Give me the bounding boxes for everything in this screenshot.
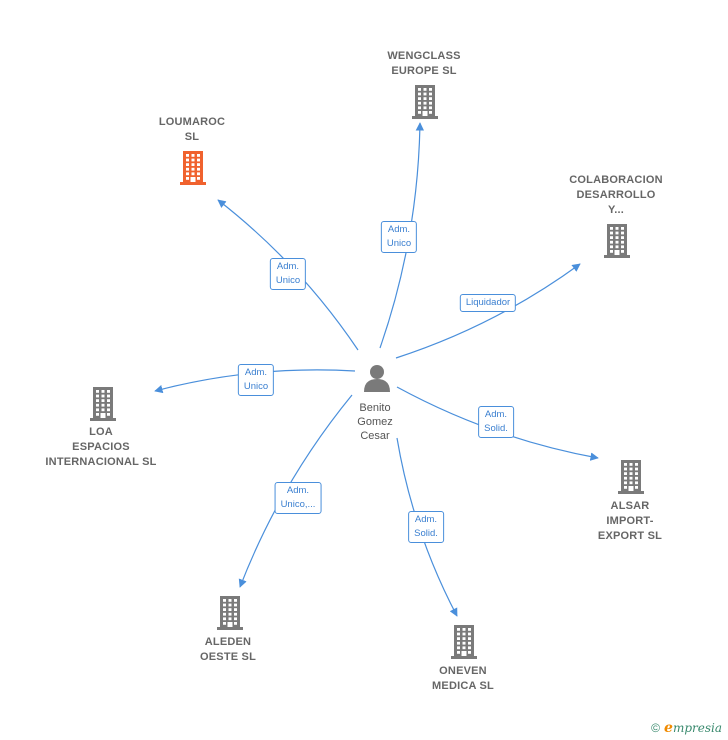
company-name-loumaroc[interactable]: LOUMAROC SL [159, 115, 225, 145]
person-name-line: Gomez [357, 416, 393, 428]
relation-label-line: Adm. [244, 367, 268, 378]
relation-label-line: Unico [275, 275, 301, 286]
company-name-loa[interactable]: LOA ESPACIOS INTERNACIONAL SL [45, 425, 156, 470]
relation-label-line: Adm. [484, 409, 508, 420]
company-name-line: INTERNACIONAL SL [45, 456, 157, 468]
relation-label-line: Solid. [414, 528, 438, 539]
company-name-line: EUROPE SL [391, 65, 457, 77]
company-name-line: EXPORT SL [597, 530, 663, 542]
relation-edge-colaboracion [395, 263, 581, 359]
company-name-line: SL [184, 131, 200, 143]
company-name-line: ALSAR [610, 500, 650, 512]
company-name-line: ALEDEN [204, 636, 252, 648]
copyright-icon: © [651, 721, 661, 735]
relation-label-alsar[interactable]: Adm. Solid. [478, 406, 514, 438]
company-name-colaboracion[interactable]: COLABORACION DESARROLLO Y... [569, 173, 662, 218]
relation-label-line: Adm. [286, 485, 310, 496]
relation-label-loa[interactable]: Adm. Unico [237, 364, 275, 396]
company-name-alsar[interactable]: ALSAR IMPORT- EXPORT SL [598, 499, 662, 544]
relation-label-loumaroc[interactable]: Adm. Unico [269, 258, 307, 290]
building-icon-loumaroc[interactable] [180, 151, 206, 185]
building-icon-oneven[interactable] [451, 625, 477, 659]
company-name-line: LOUMAROC [158, 116, 226, 128]
relation-label-line: Unico,... [280, 499, 316, 510]
person-name-line: Benito [359, 402, 391, 414]
relation-label-line: Adm. [387, 224, 411, 235]
company-name-line: IMPORT- [606, 515, 654, 527]
relation-label-aleden[interactable]: Adm. Unico,... [274, 482, 322, 514]
relation-label-line: Liquidador [465, 297, 511, 308]
relation-label-oneven[interactable]: Adm. Solid. [408, 511, 444, 543]
footer-brand: © empresia [651, 720, 722, 736]
building-icon-colaboracion[interactable] [604, 224, 630, 258]
empresia-logo[interactable]: empresia [664, 720, 722, 736]
relation-label-colaboracion[interactable]: Liquidador [459, 294, 517, 312]
company-name-wengclass[interactable]: WENGCLASS EUROPE SL [387, 49, 460, 79]
person-name-line: Cesar [360, 430, 390, 442]
relation-label-line: Unico [386, 238, 412, 249]
building-icon-loa[interactable] [90, 387, 116, 421]
relation-label-line: Adm. [414, 514, 438, 525]
building-icon-alsar[interactable] [618, 460, 644, 494]
company-name-line: ESPACIOS [72, 441, 130, 453]
company-name-line: Y... [607, 204, 625, 216]
company-name-aleden[interactable]: ALEDEN OESTE SL [200, 635, 256, 665]
company-name-line: COLABORACION [569, 174, 663, 186]
relation-label-line: Unico [243, 381, 269, 392]
relation-label-line: Adm. [276, 261, 300, 272]
company-name-line: LOA [89, 426, 113, 438]
company-name-line: WENGCLASS [387, 50, 461, 62]
company-name-line: DESARROLLO [576, 189, 656, 201]
company-name-line: ONEVEN [439, 665, 487, 677]
company-name-line: OESTE SL [200, 651, 256, 663]
person-icon[interactable] [364, 365, 390, 392]
building-icon-wengclass[interactable] [412, 85, 438, 119]
relation-label-wengclass[interactable]: Adm. Unico [380, 221, 418, 253]
company-name-oneven[interactable]: ONEVEN MEDICA SL [432, 664, 494, 694]
company-name-line: MEDICA SL [432, 680, 494, 692]
relation-label-line: Solid. [484, 423, 508, 434]
building-icon-aleden[interactable] [217, 596, 243, 630]
